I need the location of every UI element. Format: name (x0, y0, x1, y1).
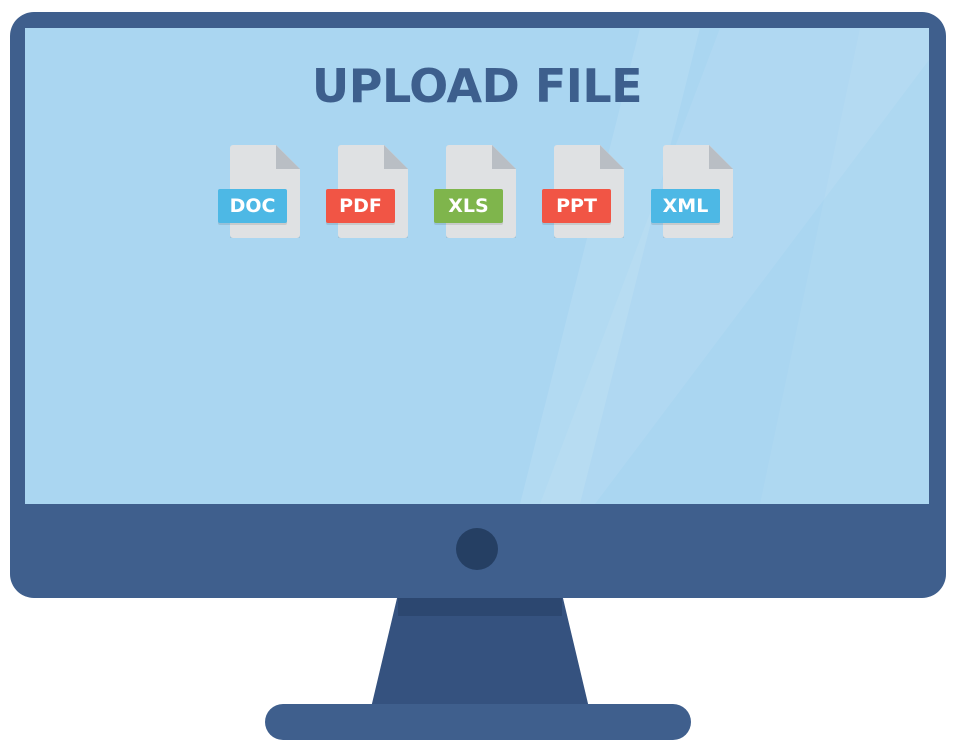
file-corner-fold (600, 145, 624, 169)
file-type-label: DOC (218, 189, 287, 223)
screen-glare-3 (760, 28, 929, 504)
file-type-label: PDF (326, 189, 395, 223)
file-type-label: XLS (434, 189, 503, 223)
monitor-stand-neck (370, 594, 590, 712)
ppt-file-icon[interactable]: PPT (542, 145, 626, 241)
xls-file-icon[interactable]: XLS (434, 145, 518, 241)
doc-file-icon[interactable]: DOC (218, 145, 302, 241)
file-corner-fold (384, 145, 408, 169)
file-corner-fold (276, 145, 300, 169)
xml-file-icon[interactable]: XML (651, 145, 735, 241)
page-title: UPLOAD FILE (311, 59, 643, 113)
screen-glare-1 (520, 28, 700, 504)
file-type-label: XML (651, 189, 720, 223)
screen-glare-2 (540, 28, 929, 504)
monitor-stand-shadow (398, 594, 562, 616)
monitor-stand-base (265, 704, 691, 740)
file-corner-fold (492, 145, 516, 169)
monitor-screen (25, 28, 929, 504)
pdf-file-icon[interactable]: PDF (326, 145, 410, 241)
file-corner-fold (709, 145, 733, 169)
power-button (456, 528, 498, 570)
file-type-label: PPT (542, 189, 611, 223)
